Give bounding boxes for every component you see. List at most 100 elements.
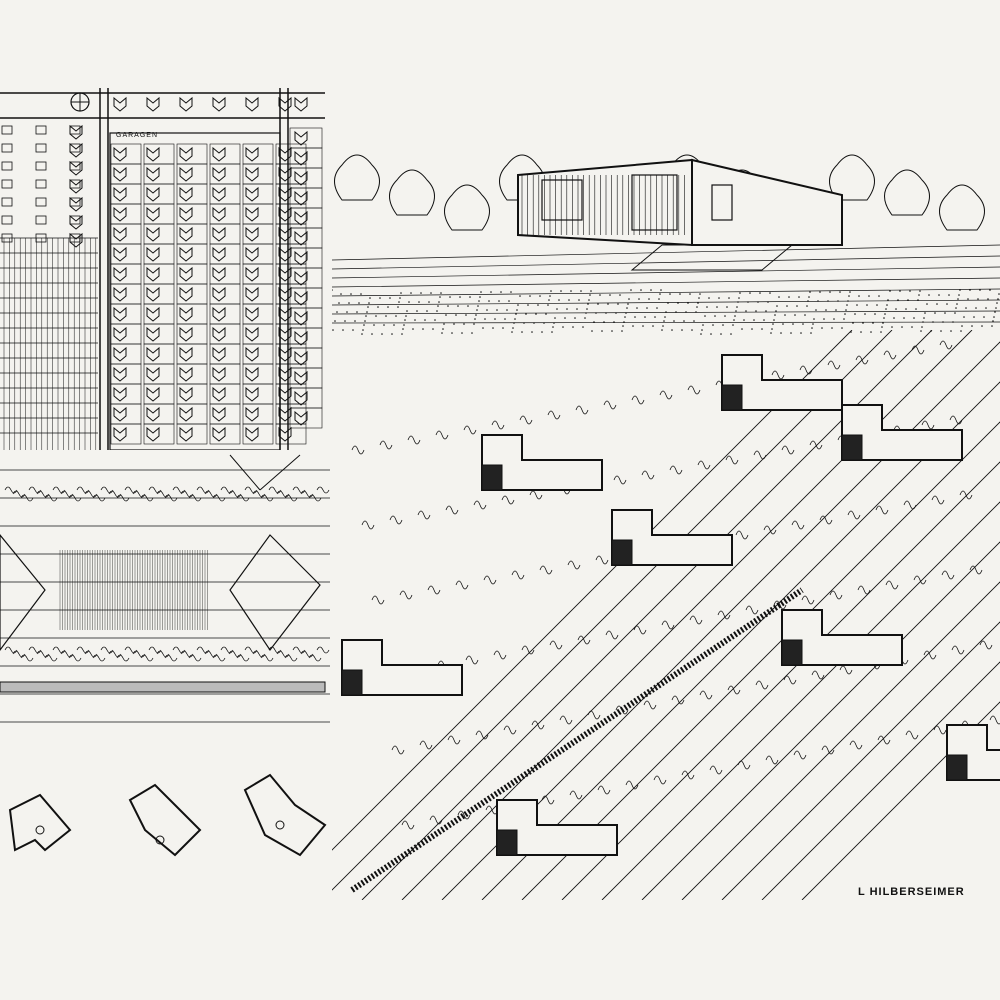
house-symbol xyxy=(278,386,292,402)
stipple xyxy=(870,331,872,333)
stipple xyxy=(469,296,471,298)
house-symbol xyxy=(245,346,259,362)
hedge xyxy=(939,340,953,350)
stipple xyxy=(406,310,408,312)
stipple xyxy=(572,326,574,328)
stipple xyxy=(922,321,924,323)
house-shadow-side xyxy=(721,384,743,411)
stipple xyxy=(453,323,455,325)
hedge xyxy=(951,645,965,655)
shrub xyxy=(212,654,226,662)
stipple xyxy=(728,297,730,299)
hedge xyxy=(941,570,955,580)
house-symbol xyxy=(294,290,308,306)
shrub xyxy=(132,490,146,498)
house-symbol xyxy=(212,406,226,422)
stipple xyxy=(763,319,765,321)
hedge xyxy=(883,350,897,360)
hedge xyxy=(681,770,695,780)
house-symbol xyxy=(294,230,308,246)
house-symbol xyxy=(146,406,160,422)
settlement-aerial-view xyxy=(332,330,1000,900)
house-symbol xyxy=(245,206,259,222)
stipple xyxy=(843,318,845,320)
house-symbol xyxy=(212,366,226,382)
shrub xyxy=(188,494,202,502)
stipple xyxy=(426,310,428,312)
shrub xyxy=(164,654,178,662)
hedge xyxy=(547,410,561,420)
stipple xyxy=(447,305,449,307)
stipple xyxy=(588,299,590,301)
house-symbol xyxy=(245,386,259,402)
hedge xyxy=(717,610,731,620)
stipple xyxy=(615,312,617,314)
house-symbol xyxy=(146,286,160,302)
stipple xyxy=(995,307,997,309)
stipple xyxy=(815,309,817,311)
stipple xyxy=(377,306,379,308)
stipple xyxy=(946,303,948,305)
stipple xyxy=(488,300,490,302)
hedge xyxy=(827,360,841,370)
stipple xyxy=(414,319,416,321)
stipple xyxy=(399,297,401,299)
house-symbol xyxy=(146,206,160,222)
strip-line xyxy=(801,701,1000,900)
house-symbol xyxy=(212,286,226,302)
hedge xyxy=(793,750,807,760)
house-symbol xyxy=(113,186,127,202)
shrub xyxy=(316,486,330,494)
shrub xyxy=(108,650,122,658)
stipple xyxy=(724,315,726,317)
stipple xyxy=(737,301,739,303)
stipple xyxy=(757,301,759,303)
stipple xyxy=(663,320,665,322)
shrub xyxy=(172,486,186,494)
house-symbol xyxy=(146,366,160,382)
house-mark xyxy=(1,215,13,225)
stipple xyxy=(812,323,814,325)
stipple xyxy=(486,309,488,311)
stipple xyxy=(693,320,695,322)
shrub xyxy=(228,490,242,498)
stipple xyxy=(523,322,525,324)
house-symbol xyxy=(245,96,259,112)
hedge xyxy=(613,475,627,485)
house-symbol xyxy=(245,266,259,282)
stipple xyxy=(506,309,508,311)
stipple xyxy=(700,333,702,335)
tree xyxy=(829,154,875,201)
plant-symbol xyxy=(275,820,285,830)
stipple xyxy=(634,316,636,318)
stipple xyxy=(804,314,806,316)
house-symbol xyxy=(212,346,226,362)
author-signature: L HILBERSEIMER xyxy=(858,886,965,898)
house-symbol xyxy=(179,226,193,242)
stipple xyxy=(778,296,780,298)
shrub xyxy=(20,494,34,502)
house-symbol xyxy=(245,326,259,342)
house-symbol xyxy=(278,146,292,162)
house-symbol xyxy=(179,206,193,222)
stipple xyxy=(654,316,656,318)
stipple xyxy=(514,318,516,320)
house-symbol xyxy=(212,146,226,162)
house-shadow-side xyxy=(341,669,363,696)
shrub xyxy=(148,486,162,494)
shrub xyxy=(316,646,330,654)
stipple xyxy=(340,293,342,295)
stipple xyxy=(950,330,952,332)
stipple xyxy=(841,327,843,329)
stipple xyxy=(623,321,625,323)
stipple xyxy=(332,329,334,331)
stipple xyxy=(344,320,346,322)
stipple xyxy=(813,318,815,320)
stipple xyxy=(899,290,901,292)
stipple xyxy=(400,292,402,294)
house-symbol xyxy=(146,426,160,442)
lot xyxy=(242,423,274,445)
stipple xyxy=(511,331,513,333)
house-facade-right xyxy=(691,158,843,246)
stipple xyxy=(701,329,703,331)
